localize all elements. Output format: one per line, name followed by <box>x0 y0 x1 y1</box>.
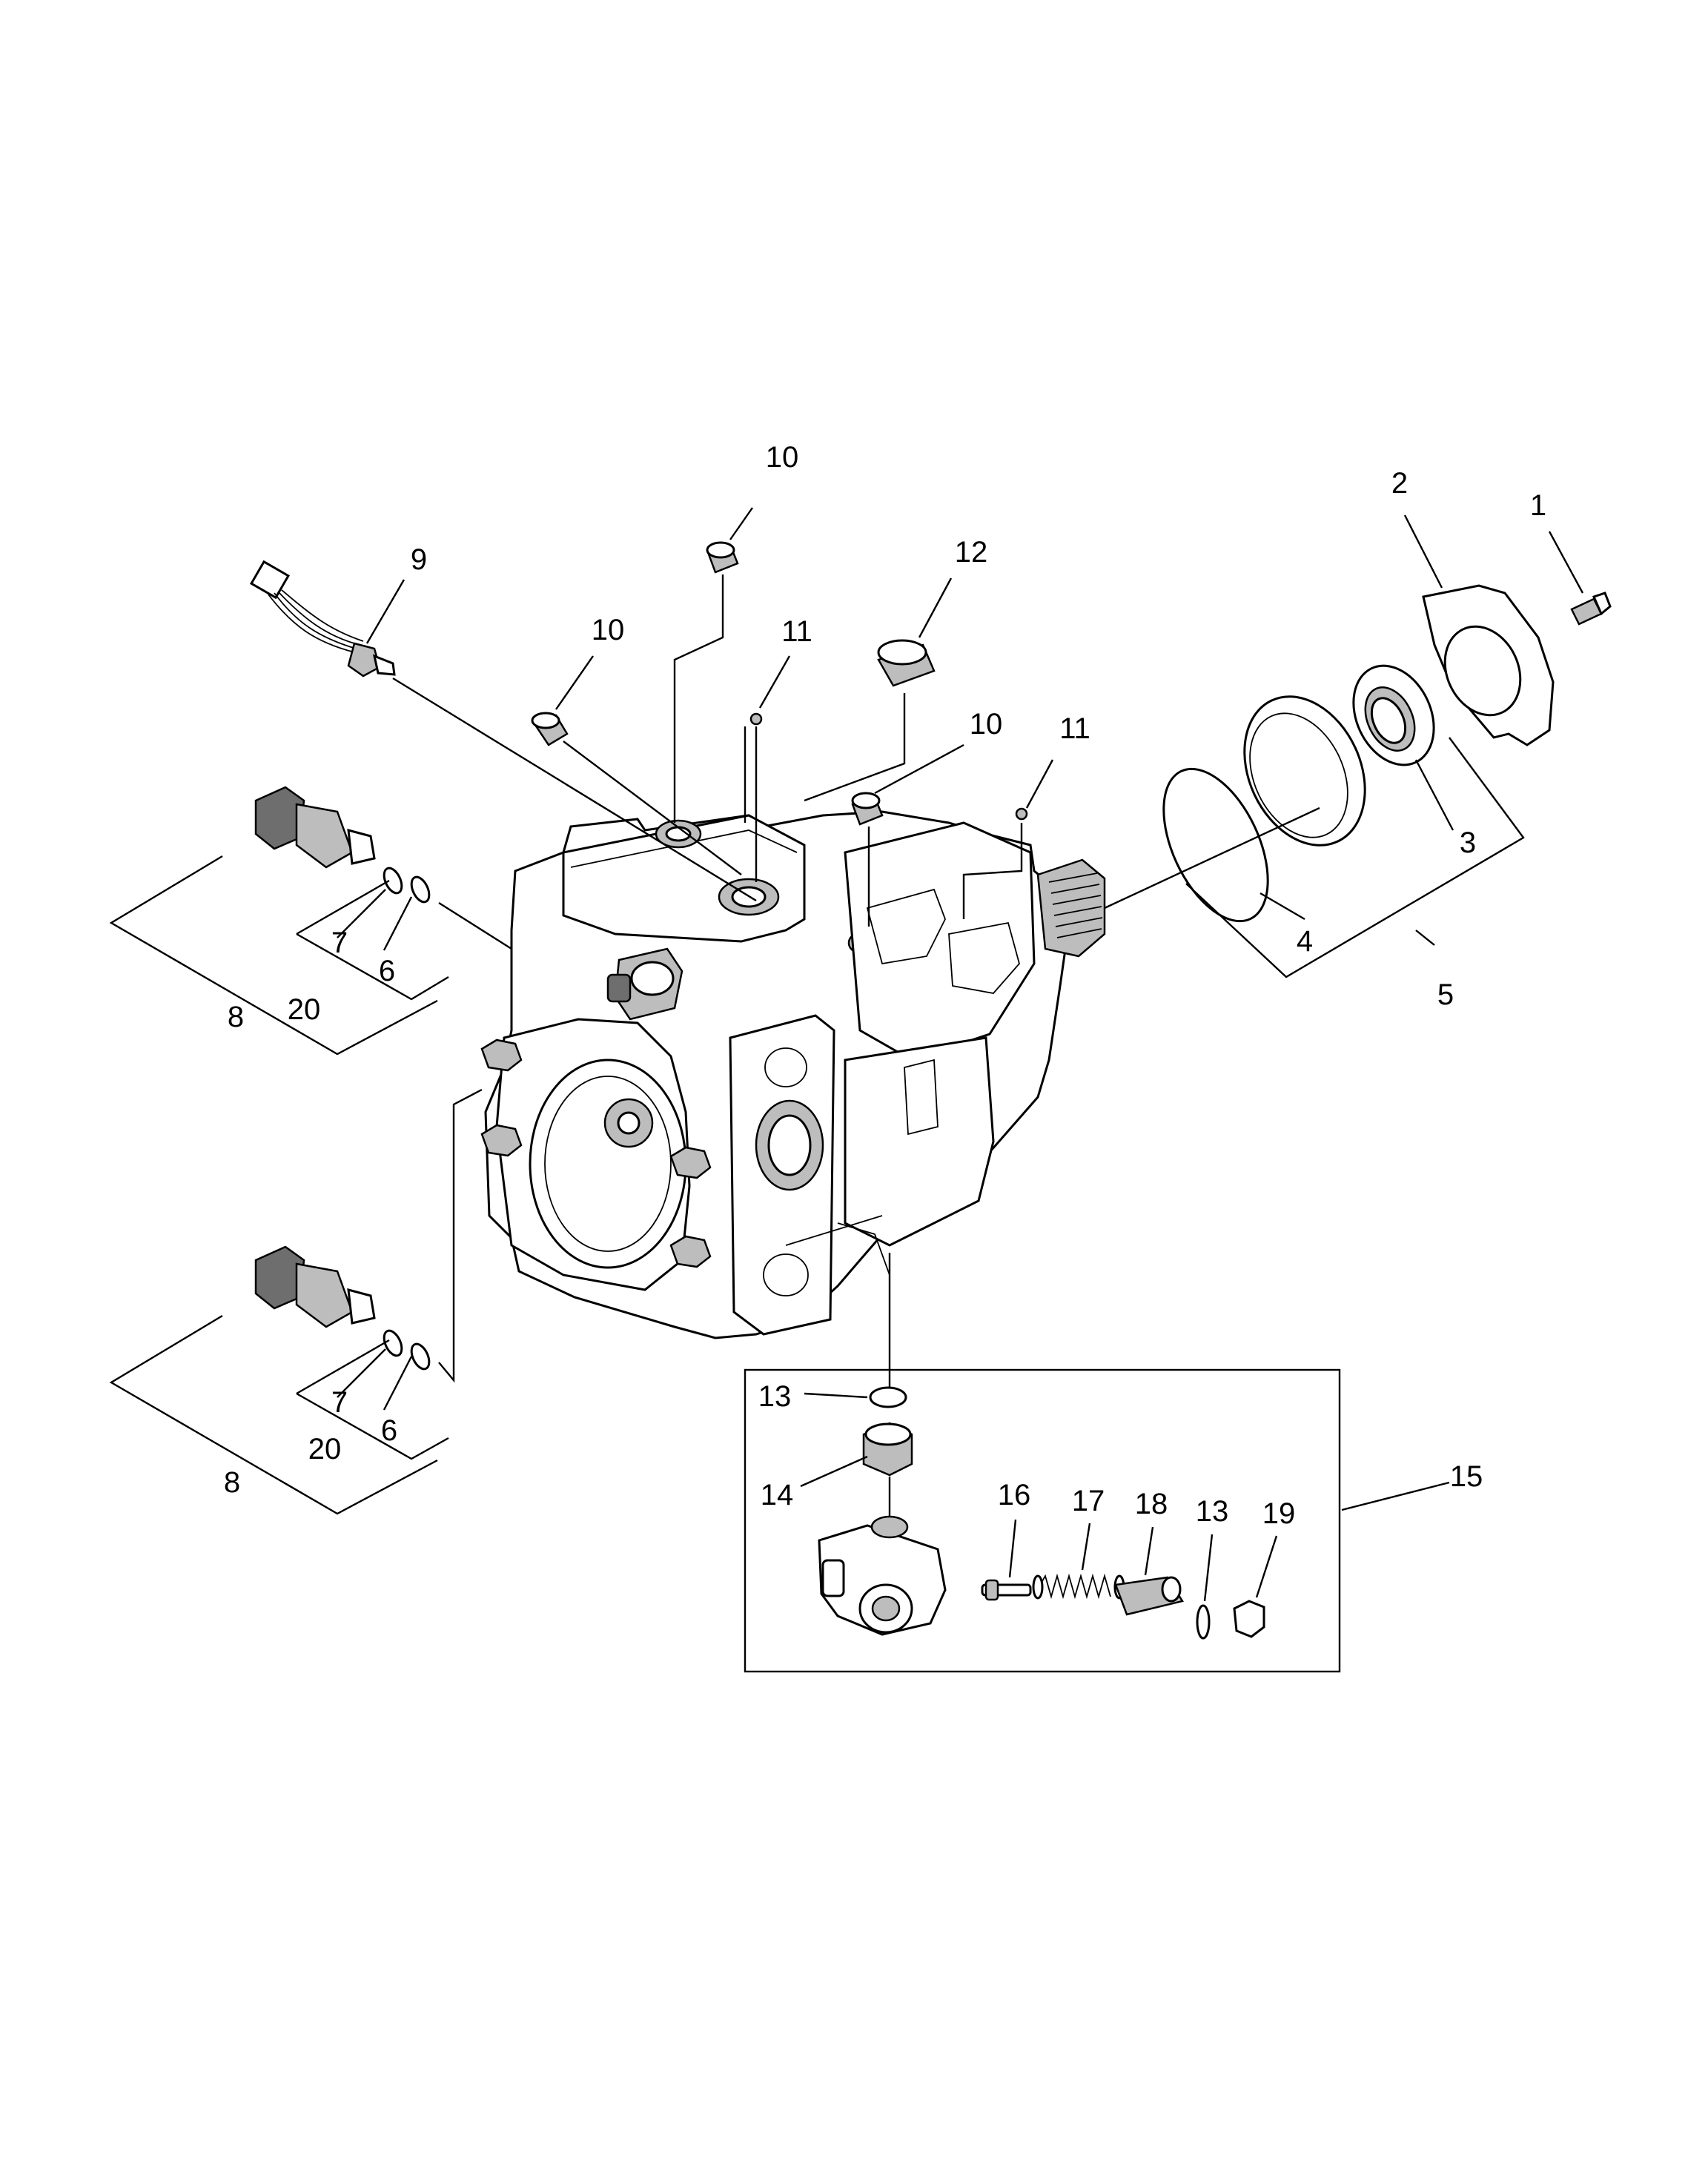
callout-9: 9 <box>411 543 427 576</box>
part-13-o-ring-top <box>869 1386 907 1408</box>
callout-7-upper: 7 <box>331 927 348 959</box>
callout-18: 18 <box>1135 1488 1168 1520</box>
callout-10-left: 10 <box>592 614 625 646</box>
callout-4: 4 <box>1297 925 1313 958</box>
part-12-large-plug <box>877 639 936 687</box>
part-11-plug-small-a <box>749 712 763 726</box>
callout-20-upper: 20 <box>288 993 321 1026</box>
part-13-o-ring-side <box>1196 1604 1211 1640</box>
callout-13-side: 13 <box>1196 1495 1229 1528</box>
leader-lines <box>109 507 1584 1602</box>
part-1-cap-screw <box>1570 592 1612 626</box>
callout-13-top: 13 <box>758 1380 792 1413</box>
part-11-plug-small-b <box>1015 807 1028 821</box>
callout-labels: 1 2 3 4 5 6 6 7 7 8 8 9 10 10 10 11 11 1… <box>224 441 1546 1530</box>
callout-19: 19 <box>1262 1497 1296 1530</box>
part-18-spool <box>1114 1576 1184 1616</box>
callout-15: 15 <box>1450 1460 1483 1493</box>
callout-3: 3 <box>1460 827 1476 859</box>
part-10-plug-left <box>531 712 569 746</box>
callout-17: 17 <box>1072 1485 1105 1517</box>
part-8-relief-valve-upper <box>254 786 431 904</box>
callout-6-lower: 6 <box>381 1414 397 1447</box>
callout-14: 14 <box>761 1479 794 1511</box>
callout-5: 5 <box>1437 978 1454 1011</box>
part-16-poppet <box>981 1579 1032 1601</box>
callout-20-lower: 20 <box>308 1433 342 1465</box>
part-10-plug-right <box>851 792 884 826</box>
part-15-kit-box <box>744 1368 1341 1673</box>
callout-10-top: 10 <box>766 441 799 474</box>
callout-6-upper: 6 <box>379 955 395 987</box>
callout-11-right: 11 <box>1059 712 1090 745</box>
callout-12: 12 <box>955 536 988 569</box>
callout-1: 1 <box>1530 489 1546 522</box>
callout-10-right: 10 <box>970 708 1003 741</box>
part-9-speed-sensor <box>249 560 396 678</box>
part-8-relief-valve-lower <box>254 1245 431 1371</box>
callout-8-upper: 8 <box>228 1001 244 1033</box>
part-3-shaft-seal <box>1352 664 1435 766</box>
part-4-seal-housing <box>1162 695 1366 923</box>
callout-8-lower: 8 <box>224 1466 240 1499</box>
part-2-retainer-plate <box>1422 584 1555 746</box>
callout-16: 16 <box>998 1479 1031 1511</box>
part-10-plug-top <box>706 541 739 574</box>
callout-2: 2 <box>1391 467 1408 500</box>
pump-housing <box>480 810 1106 1339</box>
part-19-cap-nut <box>1233 1600 1265 1638</box>
part-17-spring <box>1032 1573 1125 1600</box>
part-14-nut <box>862 1422 913 1477</box>
callout-11-left: 11 <box>781 615 812 648</box>
callout-7-lower: 7 <box>331 1386 348 1419</box>
part-15-valve-body <box>818 1515 947 1636</box>
